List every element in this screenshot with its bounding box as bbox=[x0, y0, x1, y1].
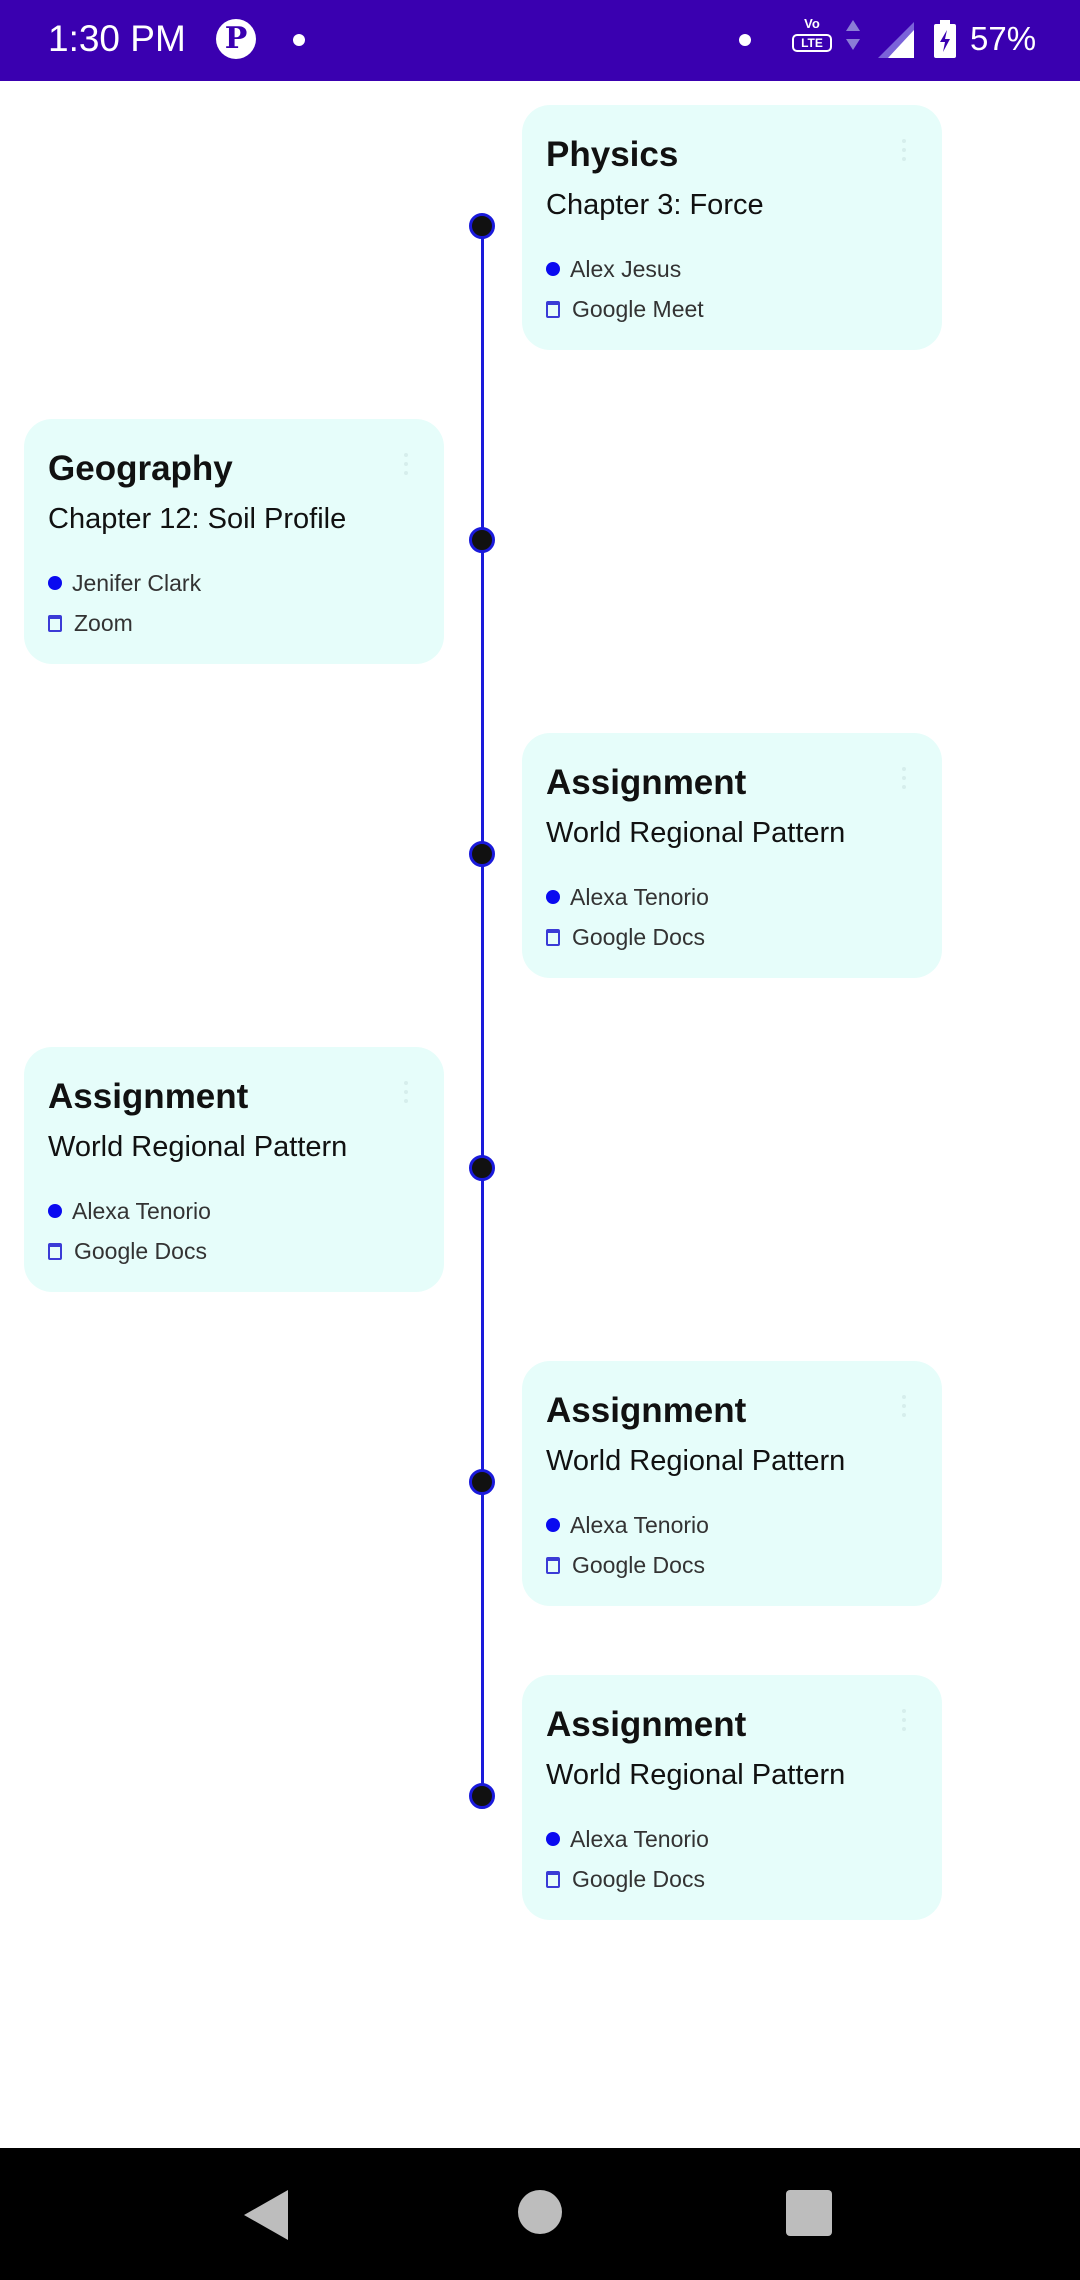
timeline-card[interactable]: Geography Chapter 12: Soil Profile Jenif… bbox=[24, 419, 444, 664]
more-vert-icon[interactable] bbox=[902, 1395, 906, 1417]
notification-dot-icon bbox=[739, 34, 751, 46]
card-person: Alexa Tenorio bbox=[570, 1825, 709, 1852]
volte-bottom-text: LTE bbox=[792, 34, 832, 52]
home-icon[interactable] bbox=[518, 2190, 562, 2234]
timeline-card[interactable]: Assignment World Regional Pattern Alexa … bbox=[522, 733, 942, 978]
card-title: Assignment bbox=[546, 1705, 747, 1744]
card-title: Physics bbox=[546, 135, 679, 174]
timeline-line bbox=[481, 225, 484, 1797]
more-vert-icon[interactable] bbox=[902, 767, 906, 789]
recents-icon[interactable] bbox=[786, 2190, 832, 2236]
more-vert-icon[interactable] bbox=[902, 139, 906, 161]
timeline-card[interactable]: Assignment World Regional Pattern Alexa … bbox=[522, 1675, 942, 1920]
card-title: Assignment bbox=[546, 763, 747, 802]
calendar-icon bbox=[546, 1556, 560, 1574]
timeline-node bbox=[469, 1469, 495, 1495]
battery-charging-icon bbox=[934, 20, 956, 58]
timeline-node bbox=[469, 841, 495, 867]
dot-icon bbox=[546, 890, 560, 904]
timeline-node bbox=[469, 527, 495, 553]
card-platform: Zoom bbox=[74, 609, 133, 636]
signal-icon bbox=[878, 22, 914, 58]
card-title: Assignment bbox=[48, 1077, 249, 1116]
notification-dot-icon bbox=[293, 34, 305, 46]
timeline-card[interactable]: Assignment World Regional Pattern Alexa … bbox=[522, 1361, 942, 1606]
card-person: Alexa Tenorio bbox=[570, 1511, 709, 1538]
card-title: Geography bbox=[48, 449, 233, 488]
card-platform: Google Docs bbox=[572, 923, 705, 950]
card-subtitle: Chapter 12: Soil Profile bbox=[48, 503, 347, 535]
card-platform: Google Meet bbox=[572, 295, 704, 322]
card-person: Alexa Tenorio bbox=[72, 1197, 211, 1224]
calendar-icon bbox=[546, 300, 560, 318]
dot-icon bbox=[48, 576, 62, 590]
calendar-icon bbox=[48, 614, 62, 632]
calendar-icon bbox=[546, 928, 560, 946]
card-subtitle: World Regional Pattern bbox=[48, 1131, 348, 1163]
more-vert-icon[interactable] bbox=[404, 1081, 408, 1103]
card-platform: Google Docs bbox=[74, 1237, 207, 1264]
volte-icon: Vo LTE bbox=[792, 17, 832, 61]
timeline-node bbox=[469, 213, 495, 239]
back-icon[interactable] bbox=[244, 2190, 288, 2240]
dot-icon bbox=[546, 1518, 560, 1532]
card-title: Assignment bbox=[546, 1391, 747, 1430]
more-vert-icon[interactable] bbox=[404, 453, 408, 475]
status-bar: 1:30 PM P Vo LTE 57% bbox=[0, 0, 1080, 81]
card-subtitle: Chapter 3: Force bbox=[546, 189, 764, 221]
data-activity-icon bbox=[846, 20, 860, 58]
system-navigation-bar bbox=[0, 2148, 1080, 2280]
card-subtitle: World Regional Pattern bbox=[546, 1759, 846, 1791]
volte-top-text: Vo bbox=[804, 16, 820, 31]
timeline-node bbox=[469, 1155, 495, 1181]
timeline-card[interactable]: Physics Chapter 3: Force Alex Jesus Goog… bbox=[522, 105, 942, 350]
calendar-icon bbox=[546, 1870, 560, 1888]
pinterest-icon: P bbox=[216, 19, 256, 59]
card-person: Alexa Tenorio bbox=[570, 883, 709, 910]
card-platform: Google Docs bbox=[572, 1551, 705, 1578]
timeline-card[interactable]: Assignment World Regional Pattern Alexa … bbox=[24, 1047, 444, 1292]
dot-icon bbox=[546, 1832, 560, 1846]
card-platform: Google Docs bbox=[572, 1865, 705, 1892]
more-vert-icon[interactable] bbox=[902, 1709, 906, 1731]
card-subtitle: World Regional Pattern bbox=[546, 817, 846, 849]
battery-percentage: 57% bbox=[970, 20, 1037, 57]
card-person: Jenifer Clark bbox=[72, 569, 202, 596]
status-time: 1:30 PM bbox=[48, 18, 186, 59]
dot-icon bbox=[48, 1204, 62, 1218]
card-subtitle: World Regional Pattern bbox=[546, 1445, 846, 1477]
timeline-node bbox=[469, 1783, 495, 1809]
card-person: Alex Jesus bbox=[570, 255, 682, 282]
dot-icon bbox=[546, 262, 560, 276]
calendar-icon bbox=[48, 1242, 62, 1260]
